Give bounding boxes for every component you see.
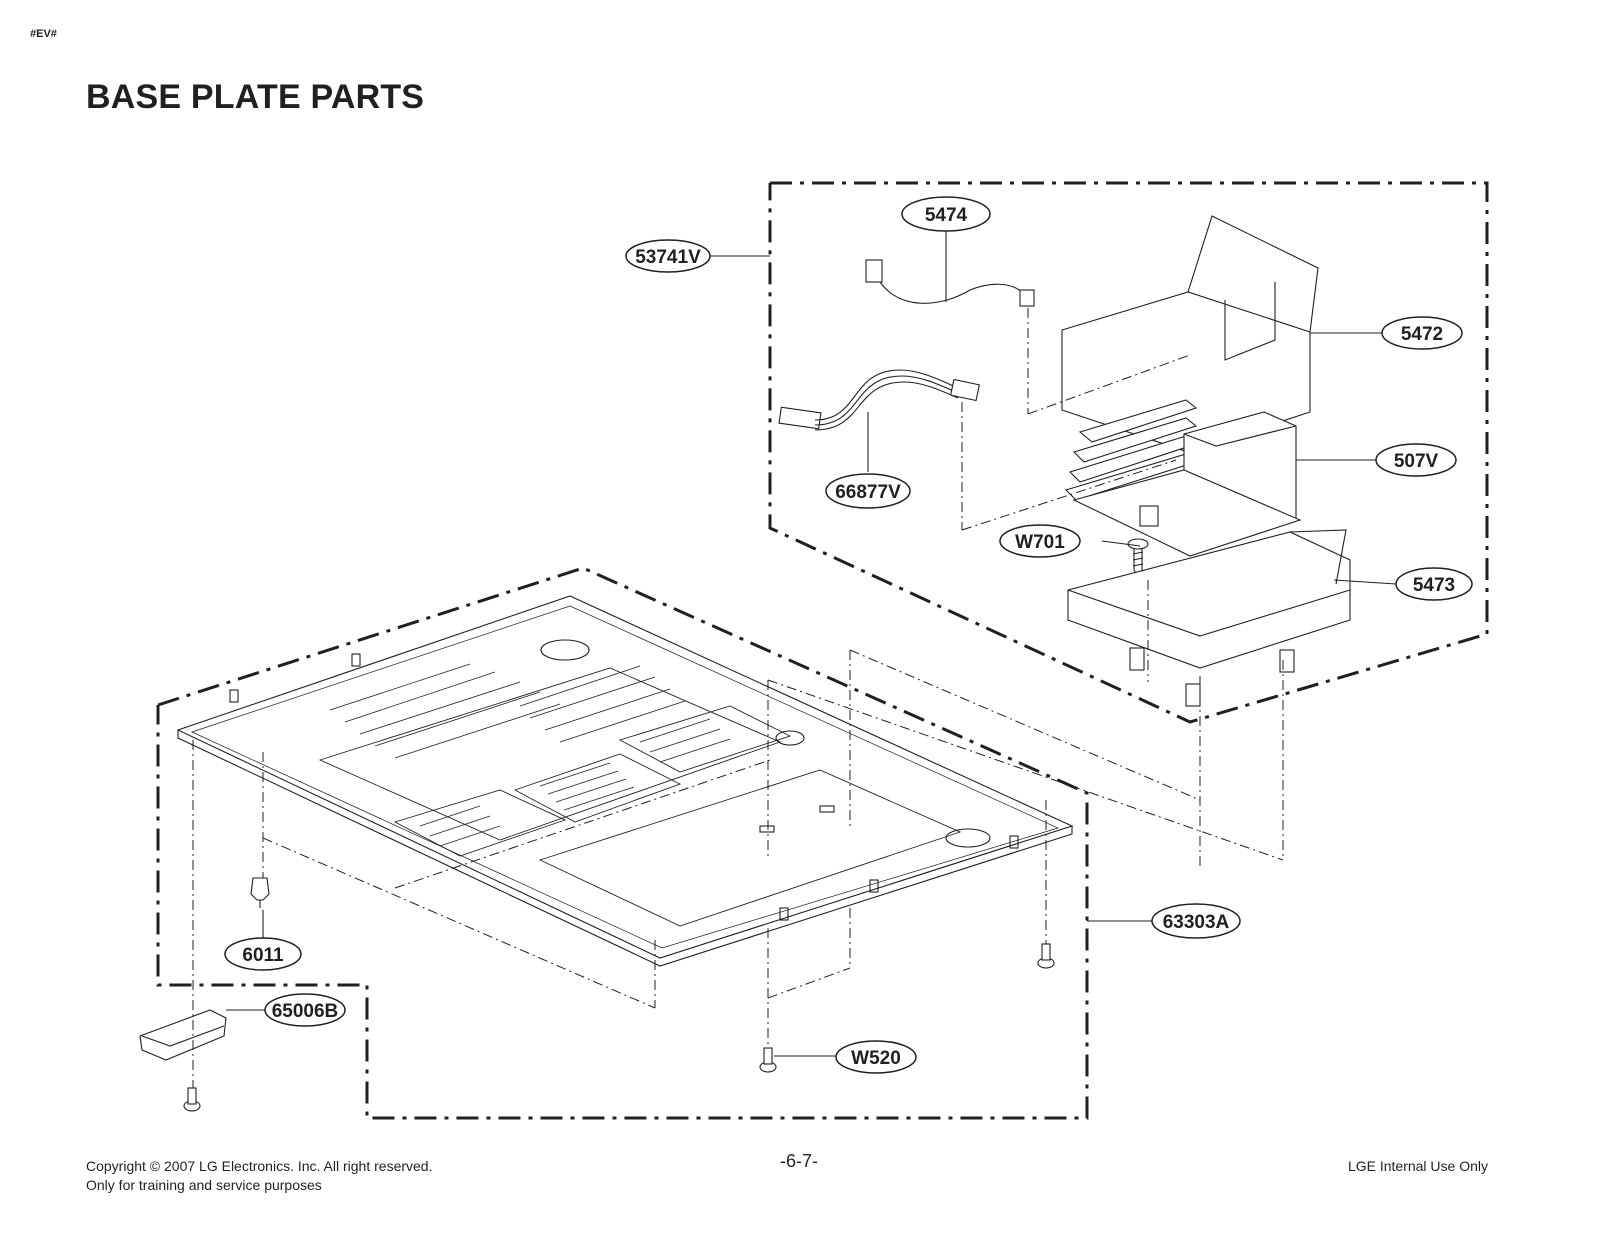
- small-parts-drawing: [139, 877, 1055, 1112]
- callout-W701-label: W701: [1015, 532, 1065, 553]
- callout-W520-label: W520: [851, 1048, 901, 1069]
- callout-53741V-label: 53741V: [635, 247, 701, 268]
- base-plate-boundary: [156, 566, 1089, 1120]
- upper-assembly-drawing: [778, 215, 1351, 707]
- callout-5474: 5474: [901, 196, 991, 232]
- purpose-text: Only for training and service purposes: [86, 1177, 322, 1193]
- callout-507V: 507V: [1375, 443, 1457, 477]
- callout-6011: 6011: [224, 937, 302, 971]
- document-tag: #EV#: [30, 28, 57, 40]
- internal-use-text: LGE Internal Use Only: [1347, 1158, 1488, 1174]
- callout-65006B-label: 65006B: [272, 1001, 339, 1022]
- callout-5474-label: 5474: [925, 205, 968, 226]
- callout-66877V: 66877V: [825, 473, 911, 509]
- leader-lines: [226, 230, 1397, 1057]
- callout-6011-label: 6011: [242, 945, 284, 966]
- upper-assembly-boundary: [768, 181, 1489, 724]
- base-plate-drawing: [176, 595, 1074, 967]
- page-title: BASE PLATE PARTS: [86, 78, 425, 116]
- callout-5473-label: 5473: [1413, 575, 1455, 596]
- callout-65006B: 65006B: [264, 993, 346, 1027]
- copyright-text: Copyright © 2007 LG Electronics. Inc. Al…: [86, 1158, 433, 1174]
- callout-53741V: 53741V: [625, 239, 711, 273]
- page-number: -6-7-: [780, 1151, 819, 1171]
- screw-w520: [759, 1047, 777, 1073]
- callout-507V-label: 507V: [1394, 451, 1439, 472]
- callout-63303A-label: 63303A: [1163, 912, 1230, 933]
- callout-W520: W520: [835, 1040, 917, 1074]
- screw-left: [183, 1087, 201, 1112]
- callout-66877V-label: 66877V: [835, 482, 901, 503]
- callout-63303A: 63303A: [1151, 903, 1241, 939]
- alignment-lines: [192, 308, 1284, 1088]
- screw-right: [1037, 943, 1055, 969]
- callout-W701: W701: [999, 524, 1081, 558]
- callout-5473: 5473: [1395, 567, 1473, 601]
- callout-5472-label: 5472: [1401, 324, 1443, 345]
- callout-5472: 5472: [1381, 316, 1463, 350]
